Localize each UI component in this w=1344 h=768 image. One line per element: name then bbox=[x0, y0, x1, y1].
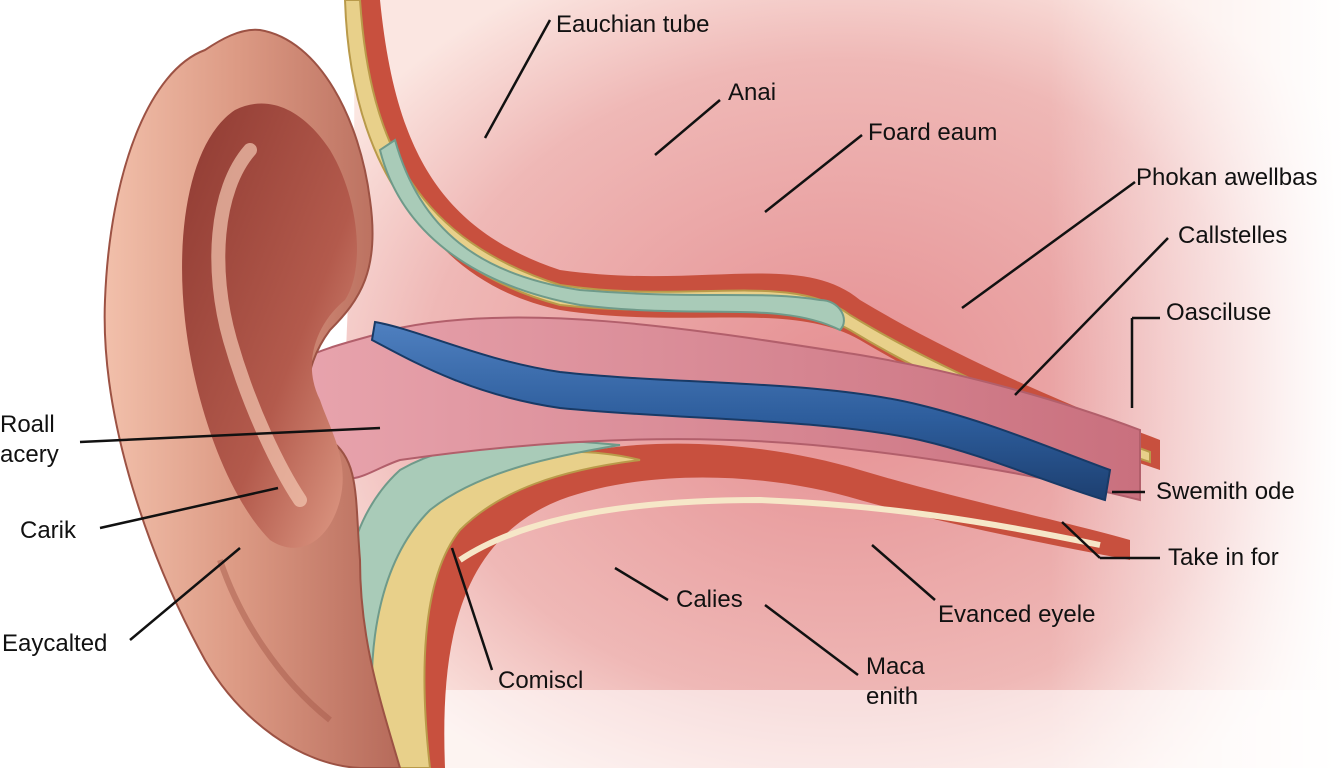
leader-callstelles bbox=[1014, 237, 1169, 396]
upper-bone-layer bbox=[343, 0, 1151, 464]
label-foard-eaum: Foard eaum bbox=[868, 119, 998, 146]
label-swemith-ode: Swemith ode bbox=[1156, 478, 1295, 505]
label-roall-line1: Roall bbox=[0, 411, 55, 438]
leader-comiscl bbox=[450, 547, 494, 671]
bottom-fade bbox=[380, 690, 1344, 768]
label-maca-line2: enith bbox=[866, 683, 919, 710]
label-roall-acery: Roall acery bbox=[0, 410, 59, 470]
leader-eauchian-tube bbox=[483, 19, 552, 139]
label-eauchian-tube: Eauchian tube bbox=[556, 11, 710, 38]
label-comiscl: Comiscl bbox=[498, 667, 584, 694]
label-callstelles: Callstelles bbox=[1178, 222, 1288, 249]
label-calies: Calies bbox=[676, 586, 743, 613]
label-take-in-for: Take in for bbox=[1168, 544, 1279, 571]
label-eaycalted: Eaycalted bbox=[2, 630, 108, 657]
leader-eaycalted bbox=[129, 547, 241, 641]
label-maca-enith: Maca enith bbox=[866, 652, 925, 712]
label-evanced-eyele: Evanced eyele bbox=[938, 601, 1096, 628]
label-carik: Carik bbox=[20, 517, 77, 544]
leader-foard-eaum bbox=[764, 134, 863, 213]
upper-cartilage-layer bbox=[378, 138, 845, 332]
leader-evanced-eyele bbox=[871, 544, 936, 601]
label-maca-line1: Maca bbox=[866, 653, 925, 680]
leader-roall-acery bbox=[79, 426, 381, 444]
antihelix-ridge bbox=[211, 143, 307, 507]
lower-membrane bbox=[458, 496, 1101, 563]
leader-phokan-awellbas bbox=[961, 180, 1136, 310]
leader-carik bbox=[99, 486, 279, 530]
right-fade bbox=[1050, 0, 1344, 768]
leader-calies bbox=[614, 566, 669, 602]
lower-cartilage-layer bbox=[340, 439, 621, 701]
label-roall-line2: acery bbox=[0, 441, 59, 468]
label-phokan-awellbas: Phokan awellbas bbox=[1136, 164, 1318, 191]
label-anai: Anai bbox=[728, 79, 777, 106]
leader-take-in-for-2 bbox=[1061, 521, 1101, 559]
leader-lines bbox=[79, 19, 1169, 676]
leader-anai bbox=[654, 99, 721, 156]
earlobe-shadow bbox=[217, 559, 332, 723]
label-oasciluse: Oasciluse bbox=[1166, 299, 1272, 326]
blue-tube bbox=[370, 320, 1112, 502]
leader-maca-enith bbox=[764, 604, 859, 676]
